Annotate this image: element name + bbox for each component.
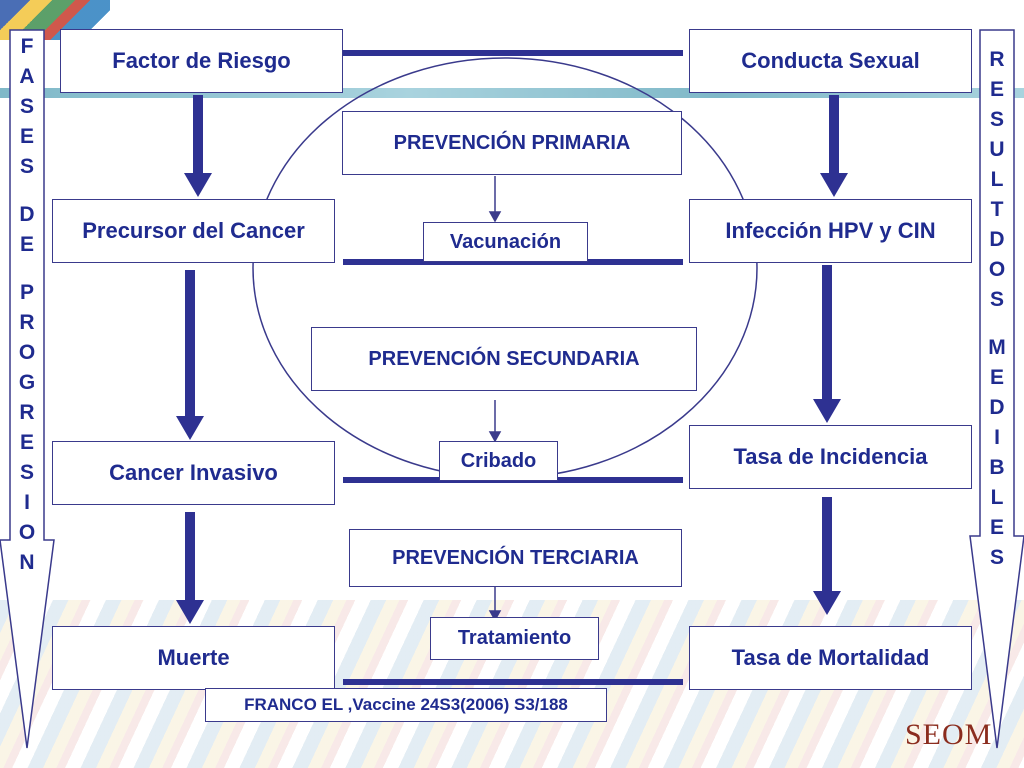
connector-bar-1: [343, 50, 683, 56]
progression-letter: I: [24, 491, 30, 514]
progression-letter: S: [19, 155, 34, 178]
results-letter: U: [989, 138, 1005, 161]
results-letter: E: [989, 516, 1004, 539]
connector-bar-2: [343, 259, 683, 265]
results-letter: B: [989, 456, 1005, 479]
results-letter: L: [990, 168, 1004, 191]
progression-letter: R: [19, 311, 35, 334]
seom-logo: SEOM: [905, 718, 993, 751]
progression-letter: E: [19, 125, 34, 148]
progression-letter: P: [19, 281, 34, 304]
progression-letter: O: [18, 341, 36, 364]
results-letter: R: [989, 48, 1005, 71]
left-down-arrows: [176, 95, 212, 624]
incidence-rate-box: Tasa de Incidencia: [689, 425, 972, 489]
results-letter: S: [989, 288, 1004, 311]
results-letter: M: [988, 336, 1006, 359]
results-letter: E: [989, 366, 1004, 389]
citation: FRANCO EL ,Vaccine 24S3(2006) S3/188: [205, 688, 607, 722]
invasive-cancer-box: Cancer Invasivo: [52, 441, 335, 505]
secondary-prevention-box: PREVENCIÓN SECUNDARIA: [311, 327, 697, 391]
connector-bar-4: [343, 679, 683, 685]
results-letter: I: [994, 426, 1000, 449]
left-progression-arrow: [0, 29, 55, 749]
results-letter: D: [989, 396, 1005, 419]
progression-letter: [7, 260, 47, 278]
right-results-arrow: [969, 29, 1024, 749]
progression-letter: N: [19, 551, 35, 574]
progression-letter: O: [18, 521, 36, 544]
progression-letter: R: [19, 401, 35, 424]
progression-letter: F: [20, 35, 34, 58]
center-small-arrows: [488, 176, 502, 622]
progression-letter: S: [19, 461, 34, 484]
progression-letter: D: [19, 203, 35, 226]
results-letter: S: [989, 546, 1004, 569]
results-letter: O: [988, 258, 1006, 281]
screening-box: Cribado: [439, 441, 558, 481]
cancer-precursor-box: Precursor del Cancer: [52, 199, 335, 263]
tertiary-prevention-box: PREVENCIÓN TERCIARIA: [349, 529, 682, 587]
hpv-infection-box: Infección HPV y CIN: [689, 199, 972, 263]
right-down-arrows: [813, 95, 848, 615]
risk-factor-box: Factor de Riesgo: [60, 29, 343, 93]
teal-band-top: [0, 88, 1024, 98]
progression-letter: A: [19, 65, 35, 88]
sexual-conduct-box: Conducta Sexual: [689, 29, 972, 93]
results-letter: D: [989, 228, 1005, 251]
progression-letter: [7, 182, 47, 200]
progression-letter: G: [18, 371, 36, 394]
results-letter: L: [990, 486, 1004, 509]
results-letter: E: [989, 78, 1004, 101]
treatment-box: Tratamiento: [430, 617, 599, 660]
results-letter: [977, 315, 1017, 333]
primary-prevention-box: PREVENCIÓN PRIMARIA: [342, 111, 682, 175]
results-letter: S: [989, 108, 1004, 131]
progression-letter: S: [19, 95, 34, 118]
mortality-rate-box: Tasa de Mortalidad: [689, 626, 972, 690]
results-letter: T: [990, 198, 1004, 221]
vaccination-box: Vacunación: [423, 222, 588, 262]
death-box: Muerte: [52, 626, 335, 690]
progression-letter: E: [19, 431, 34, 454]
progression-letter: E: [19, 233, 34, 256]
